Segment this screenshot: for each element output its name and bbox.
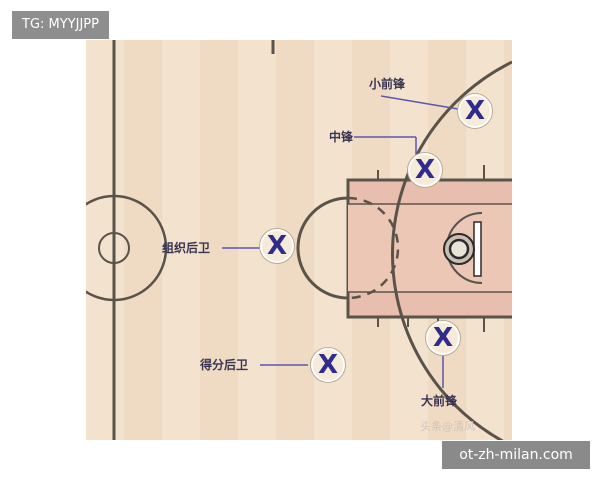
faint-watermark: 头条@清风: [420, 420, 475, 433]
court-lines: [86, 40, 512, 440]
callout-lines: [222, 95, 465, 388]
free-throw-circle: [296, 196, 349, 300]
label-power-forward: 大前锋: [421, 394, 458, 408]
center-circle-inner: [98, 232, 130, 264]
site-watermark: ot-zh-milan.com: [442, 441, 590, 469]
x-mark-icon: X: [414, 155, 436, 185]
center-circle: [86, 194, 168, 302]
x-mark-icon: X: [266, 231, 288, 261]
label-center: 中锋: [329, 130, 354, 144]
backboard: [473, 221, 482, 277]
power-forward-marker: X: [426, 321, 460, 355]
small-forward-marker: X: [458, 94, 492, 128]
center-marker: X: [408, 153, 442, 187]
source-tag: TG: MYYJJPP: [12, 11, 109, 39]
label-small-forward: 小前锋: [369, 77, 406, 91]
basketball-half-court: X X X X X 小前锋 中锋 组织后卫 得分后卫 大前锋: [86, 40, 512, 440]
shooting-guard-marker: X: [311, 348, 345, 382]
x-mark-icon: X: [464, 96, 486, 126]
label-shooting-guard: 得分后卫: [200, 358, 249, 372]
three-point-arc: [391, 60, 512, 440]
free-throw-circle-dashed: [347, 196, 400, 300]
label-point-guard: 组织后卫: [162, 241, 211, 255]
x-mark-icon: X: [317, 350, 339, 380]
point-guard-marker: X: [260, 229, 294, 263]
x-mark-icon: X: [432, 323, 454, 353]
